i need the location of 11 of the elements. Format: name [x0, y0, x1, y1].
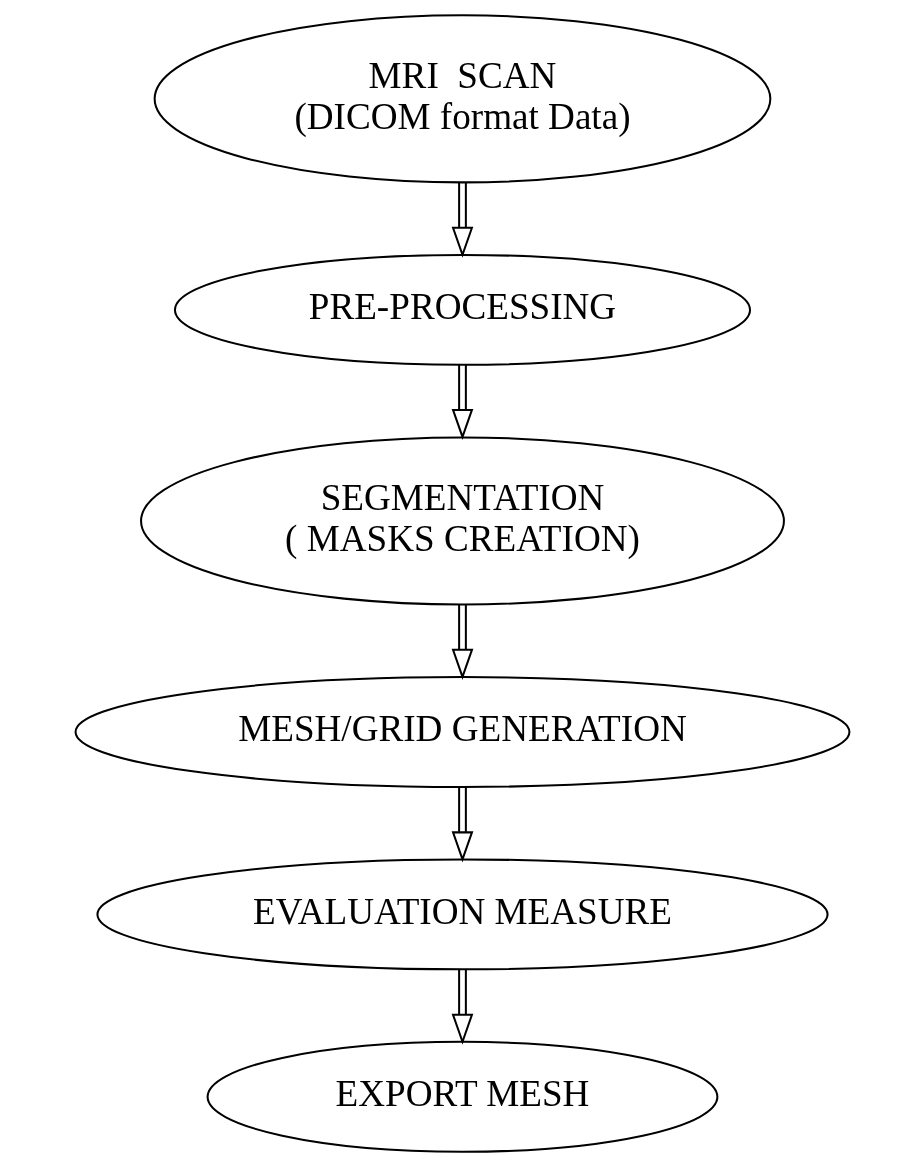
node-ellipse: PRE-PROCESSING: [173, 253, 751, 366]
arrow: [451, 786, 473, 863]
arrow: [451, 182, 473, 258]
node-ellipse: SEGMENTATION ( MASKS CREATION): [139, 436, 785, 606]
node-ellipse: MRI SCAN (DICOM format Data): [153, 14, 771, 184]
node-ellipse: EXPORT MESH: [206, 1040, 718, 1153]
arrow: [451, 604, 473, 680]
node-ellipse: MESH/GRID GENERATION: [74, 676, 850, 788]
arrow: [451, 969, 473, 1045]
node-ellipse: EVALUATION MEASURE: [95, 858, 829, 971]
arrow: [451, 365, 473, 440]
